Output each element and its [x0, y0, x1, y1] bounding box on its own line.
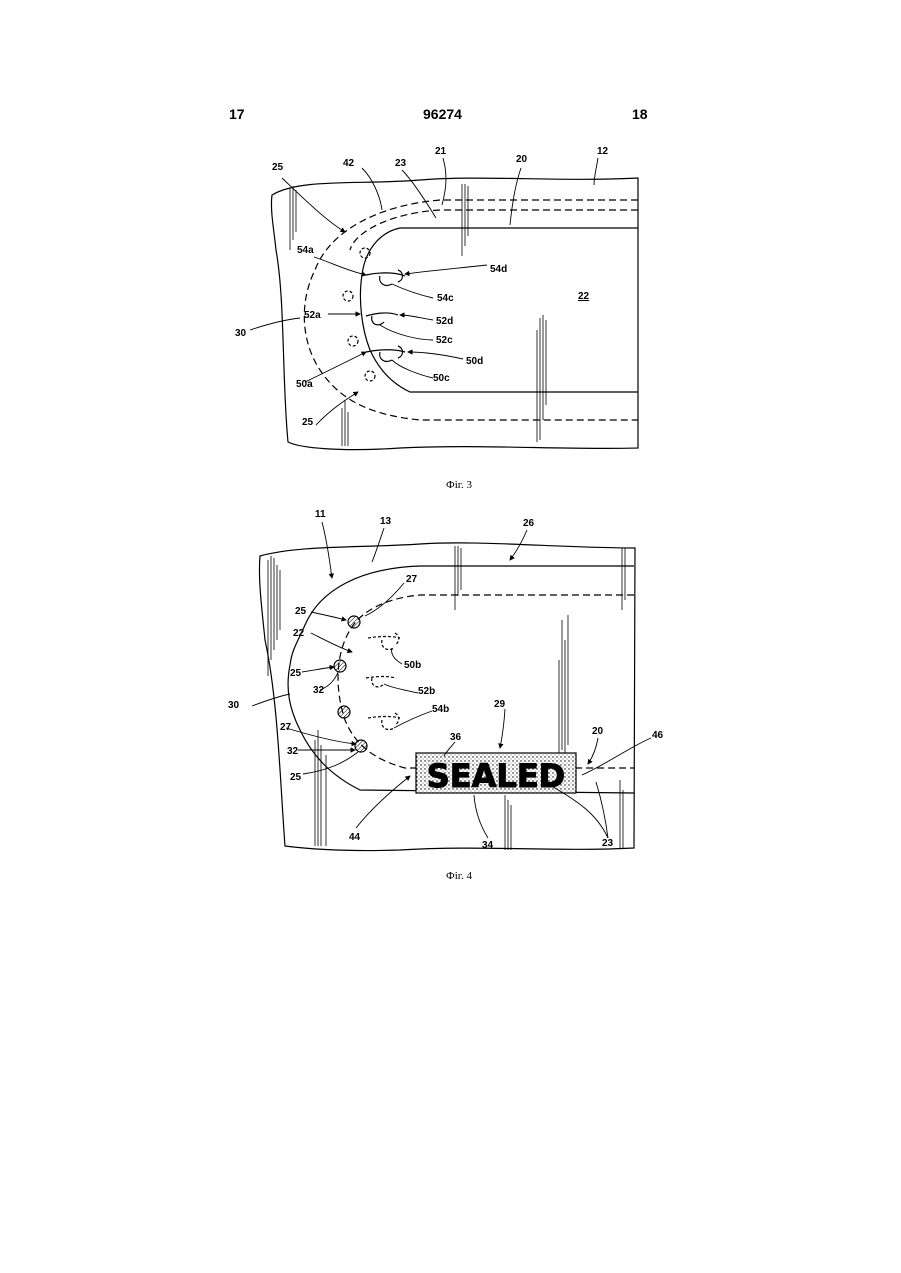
fig4-label: 34: [482, 840, 494, 851]
fig4-label: 26: [523, 518, 535, 529]
fig3-label: 42: [343, 158, 355, 169]
figure-4-caption: Фіг. 4: [446, 870, 472, 882]
fig4-label: 32: [313, 685, 325, 696]
fig3-label: 54c: [437, 293, 454, 304]
fig3-label: 54a: [297, 245, 314, 256]
fig4-label: 13: [380, 516, 392, 527]
fig4-label: 54b: [432, 704, 449, 715]
fig4-label: 52b: [418, 686, 435, 697]
figure-4-labels: 11 13 26 27 25 22 50b 25 32 52b 30 54b 2…: [228, 509, 664, 851]
fig4-label: 25: [290, 772, 302, 783]
fig4-label: 30: [228, 700, 240, 711]
fig3-label: 25: [302, 417, 314, 428]
fig3-dashed-outer: [304, 200, 638, 420]
fig3-label: 21: [435, 146, 447, 157]
fig3-label: 52d: [436, 316, 453, 327]
fig4-label: 23: [602, 838, 614, 849]
fig3-label: 52c: [436, 335, 453, 346]
fig3-label: 52a: [304, 310, 321, 321]
fig4-label: 29: [494, 699, 506, 710]
fig4-label: 25: [295, 606, 307, 617]
fig4-label: 44: [349, 832, 361, 843]
fig3-label: 23: [395, 158, 407, 169]
fig3-shading: [290, 184, 546, 446]
fig4-label: 50b: [404, 660, 421, 671]
fig3-label: 50a: [296, 379, 313, 390]
figure-3-caption: Фіг. 3: [446, 479, 472, 491]
fig4-label: 22: [293, 628, 305, 639]
fig4-label: 32: [287, 746, 299, 757]
fig4-label: 25: [290, 668, 302, 679]
fig3-label: 50c: [433, 373, 450, 384]
fig4-label: 36: [450, 732, 462, 743]
fig4-label: 11: [315, 509, 326, 520]
fig4-outline: [259, 543, 635, 851]
fig3-label: 30: [235, 328, 247, 339]
fig3-label: 54d: [490, 264, 507, 275]
sealed-stamp-text: SEALED: [427, 757, 565, 795]
fig4-dashed-seal: [338, 595, 634, 768]
fig3-label: 25: [272, 162, 284, 173]
fig3-label: 50d: [466, 356, 483, 367]
fig3-label: 22: [578, 291, 590, 302]
fig4-label: 27: [280, 722, 292, 733]
fig4-label: 20: [592, 726, 604, 737]
fig4-shading: [268, 546, 625, 850]
figure-4: [252, 522, 651, 851]
fig4-label: 46: [652, 730, 664, 741]
fig3-label: 20: [516, 154, 528, 165]
fig3-label: 12: [597, 146, 609, 157]
fig4-label: 27: [406, 574, 418, 585]
